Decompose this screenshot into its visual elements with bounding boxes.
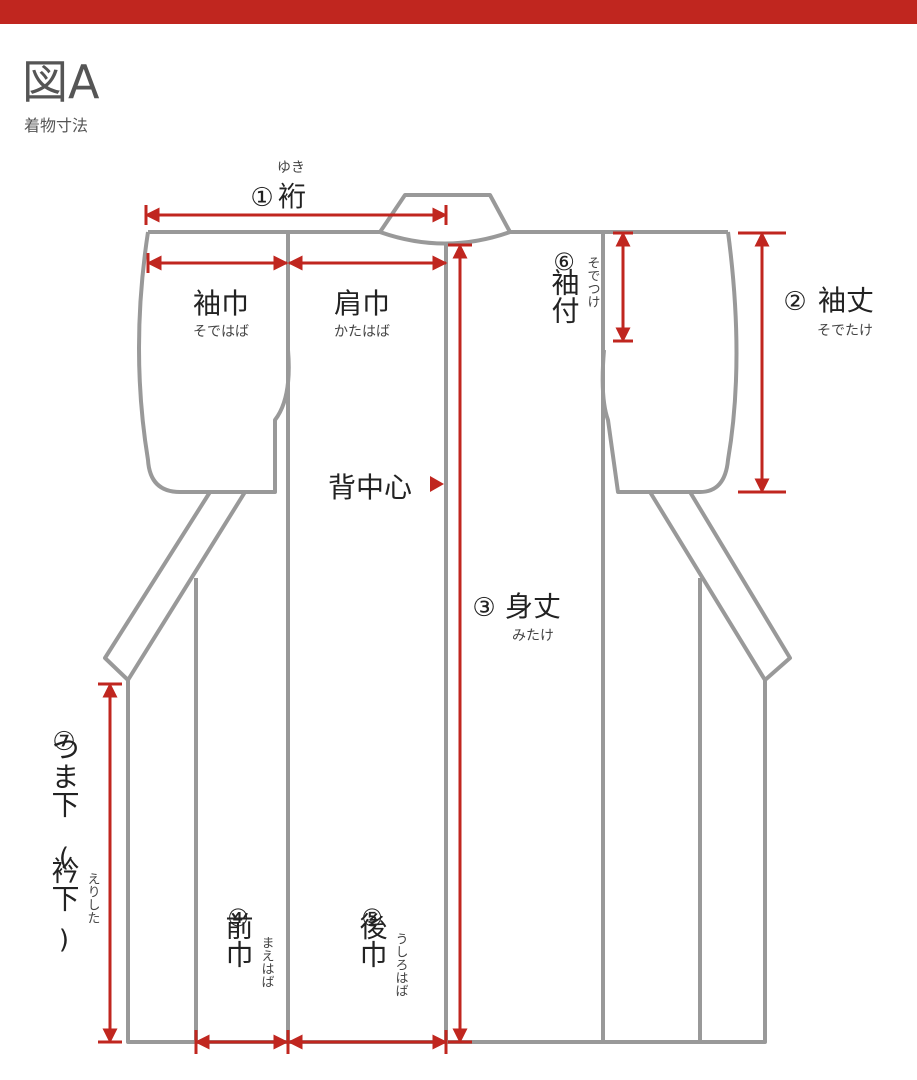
mitake-label: 身丈 <box>505 590 561 623</box>
figure-title: 図A <box>22 55 100 109</box>
katahaba-label: 肩巾 <box>334 287 390 320</box>
sodetsuke-number: ⑥ <box>553 248 575 276</box>
sodetsuke-label: 袖付 <box>548 268 581 324</box>
sodetsuke-ruby: そでつけ <box>585 256 600 308</box>
top-accent-bar <box>0 0 917 24</box>
right-okumi-band <box>648 490 792 682</box>
tsumashita-label: つま下 <box>48 734 81 818</box>
tsumashita-paren-open: ( <box>59 843 69 873</box>
maehaba-number: ④ <box>227 904 249 932</box>
sodetake-number: ② <box>783 287 806 317</box>
maehaba-label: 前巾 <box>222 912 255 968</box>
collar-shape <box>378 193 512 246</box>
yuki-label: 裄 <box>278 180 306 213</box>
tsumashita-ruby: えりした <box>85 872 100 924</box>
ushirohaba-label: 後巾 <box>356 912 389 968</box>
measure-ticks <box>98 205 786 1054</box>
sodehaba-label: 袖巾 <box>193 287 249 320</box>
sodetake-ruby: そでたけ <box>817 323 873 339</box>
tsumashita-paren-close: ) <box>59 925 69 955</box>
senakashin-pointer <box>430 476 444 492</box>
ushirohaba-ruby: うしろはば <box>393 932 408 997</box>
mitake-ruby: みたけ <box>512 628 554 644</box>
katahaba-ruby: かたはば <box>334 324 390 340</box>
left-sleeve <box>137 231 291 494</box>
left-okumi-band <box>103 490 247 682</box>
kimono-outline <box>103 193 792 1044</box>
ushirohaba-number: ⑤ <box>361 904 383 932</box>
seam-lines <box>194 232 702 1042</box>
maehaba-ruby: まえはば <box>259 936 274 988</box>
tsumashita-number: ⑦ <box>52 727 75 757</box>
tsumashita-paren-text: 衿下 <box>48 856 81 912</box>
mitake-number: ③ <box>472 593 495 623</box>
figure-subtitle: 着物寸法 <box>24 116 89 135</box>
yuki-ruby: ゆき <box>277 160 305 176</box>
senakashin-label: 背中心 <box>328 471 412 504</box>
yuki-number: ① <box>250 183 273 213</box>
sodetake-label: 袖丈 <box>818 284 874 317</box>
sodehaba-ruby: そではば <box>193 324 249 340</box>
